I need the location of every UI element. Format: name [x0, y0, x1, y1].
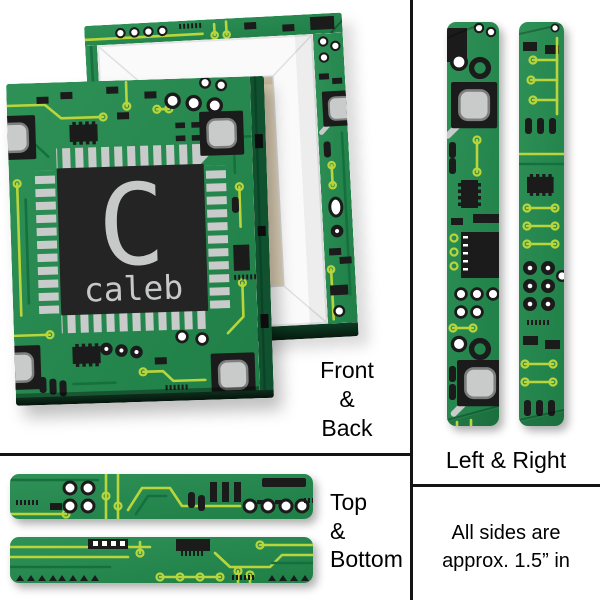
divider-horizontal-left	[0, 453, 413, 456]
name-text: caleb	[83, 268, 184, 310]
left-right-label: Left & Right	[412, 446, 600, 475]
canvas-edge-strip-top	[10, 474, 313, 519]
circuit-pattern	[312, 32, 358, 324]
dimensions-note-line: All sides are	[451, 522, 561, 544]
top-bottom-label-line: Bottom	[330, 546, 403, 572]
front-back-label: Front & Back	[288, 356, 406, 443]
canvas-front-view: C caleb	[6, 75, 274, 406]
top-bottom-label-line: Top	[330, 489, 368, 515]
circuit-pattern	[519, 22, 564, 426]
back-canvas-top-edge	[84, 12, 343, 46]
front-back-label-line: Front	[320, 357, 374, 383]
left-right-label-line: Left & Right	[445, 447, 567, 473]
front-back-label-line: &	[339, 386, 355, 412]
top-bottom-label-line: &	[330, 517, 346, 544]
canvas-side-strip-right	[519, 22, 564, 426]
canvas-side-depth-edge	[249, 75, 274, 393]
top-bottom-label: Top & Bottom	[330, 488, 414, 574]
divider-vertical	[410, 0, 413, 600]
cpu-chip-graphic	[56, 163, 209, 316]
dimensions-note: All sides are approx. 1.5” in	[412, 519, 600, 575]
divider-horizontal-right	[410, 484, 600, 487]
canvas-edge-strip-bottom	[10, 537, 313, 583]
circuit-pattern	[84, 12, 343, 46]
canvas-side-strip-left	[447, 22, 499, 426]
dimensions-note-line: approx. 1.5” in	[442, 550, 570, 572]
circuit-pattern	[10, 474, 313, 519]
monogram-letter: C	[96, 160, 167, 292]
circuit-pattern	[447, 22, 499, 426]
circuit-pattern	[10, 537, 313, 583]
front-back-label-line: Back	[321, 415, 373, 441]
back-canvas-right-edge	[312, 32, 358, 324]
circuit-pattern	[249, 75, 274, 393]
circuit-pattern-front: C caleb	[6, 76, 260, 400]
